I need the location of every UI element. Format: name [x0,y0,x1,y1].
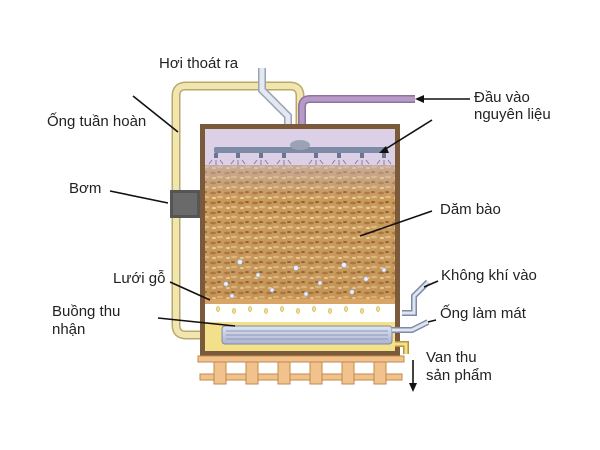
label-recirc-pipe: Ống tuần hoàn [47,112,146,130]
arrowheads [379,95,424,392]
wooden-stand [197,355,405,385]
label-collect-1: Buồng thu [52,303,120,320]
wood-mesh [205,299,395,304]
label-vapor-out: Hơi thoát ra [159,55,239,72]
label-valve-1: Van thu [426,349,477,366]
spray-drops [208,159,392,165]
label-pump: Bơm [69,180,101,197]
label-wood-mesh: Lưới gỗ [113,270,165,287]
label-collect-2: nhận [52,321,85,338]
label-cooling-pipe: Ống làm mát [440,304,527,322]
leader-lines [109,95,470,388]
label-wood-chips: Dăm bào [440,201,501,218]
label-air-in: Không khí vào [441,267,537,284]
label-valve-2: sản phẩm [426,367,492,384]
label-feed-in-2: nguyên liệu [474,106,551,123]
air-bubbles [223,259,387,299]
spray-nozzles [214,153,386,158]
mesh-drips [216,306,380,314]
label-feed-in-1: Đầu vào [474,89,530,106]
